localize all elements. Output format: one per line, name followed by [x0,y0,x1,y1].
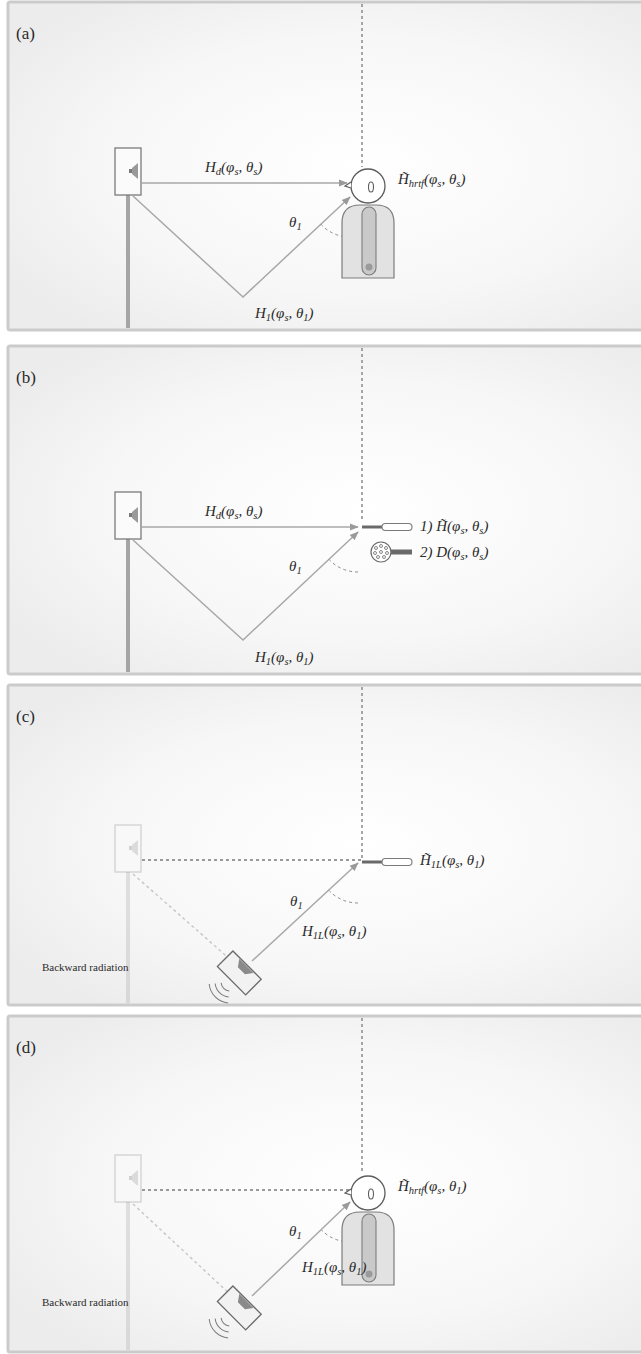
mirror-line [133,1204,232,1296]
virtual-direct-line [142,1189,362,1191]
panel-frame [8,2,641,330]
transfer-label: Hd(φs, θs) [205,158,262,179]
angle-label: θ1 [289,557,302,578]
loudspeaker [115,492,141,539]
direct-path [142,182,347,184]
virtual-direct-line [142,859,362,861]
microphone [362,859,412,866]
panel-letter: (b) [16,368,36,388]
angle-label: θ1 [290,892,303,913]
panel [8,685,641,1011]
speaker-stand [126,1202,130,1350]
transfer-label: H̃hrtf(φs, θs) [398,170,465,191]
loudspeaker [115,825,141,872]
angle-label: θ1 [289,213,302,234]
transfer-label: H̃1L(φs, θ1) [420,851,484,872]
direct-path [142,526,358,528]
mirror-line [133,874,232,961]
panel-letter: (d) [16,1038,36,1058]
listener-figure [342,169,394,278]
axis-line [361,687,363,860]
panel [8,2,641,330]
axis-line [361,1018,363,1174]
axis-line [361,348,363,521]
annotation: Backward radiation [42,1296,128,1309]
transfer-label: H1(φs, θ1) [255,648,314,669]
angle-arc [329,891,358,903]
panel-frame [8,346,641,674]
transfer-label: Hd(φs, θs) [205,502,262,523]
transfer-label: 1) H̃(φs, θs) [420,517,488,538]
transfer-label: 2) D(φs, θs) [420,543,488,564]
panel-frame [8,685,641,1005]
loudspeaker [115,1155,141,1202]
panel-letter: (c) [16,707,35,727]
reflected-path [133,532,358,640]
listener-figure [342,1176,394,1285]
angle-label: θ1 [289,1222,302,1243]
transfer-label: H1(φs, θ1) [255,304,314,325]
reflected-path [252,1202,350,1296]
reflected-path [252,863,358,961]
transfer-label: H̃hrtf(φs, θ1) [398,1177,467,1198]
speaker-stand [126,195,130,328]
axis-line [361,4,363,167]
spherical-array [371,542,412,562]
transfer-label: H1L(φs, θ1) [302,922,366,943]
speaker-stand [126,872,130,1003]
panel-frame [8,1016,641,1352]
annotation: Backward radiation [42,961,128,974]
transfer-label: H1L(φs, θ1) [302,1258,366,1279]
panel [8,1016,641,1352]
reflected-path [133,196,350,297]
panel-letter: (a) [16,24,35,44]
microphone [362,524,412,531]
loudspeaker [115,148,141,195]
panel [8,346,641,674]
speaker-stand [126,539,130,672]
angle-arc [329,559,358,572]
